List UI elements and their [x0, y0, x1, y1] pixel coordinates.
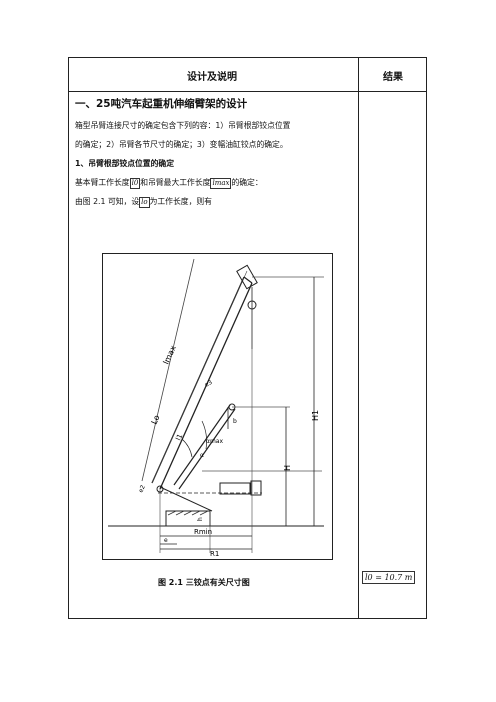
symbol-lmax: lmax [210, 177, 232, 189]
label-e: e [164, 537, 168, 544]
label-alpha-max: αmax [206, 438, 223, 445]
label-alpha: α [200, 452, 204, 459]
lmax-dimension-line [141, 258, 195, 482]
design-content: 一、25吨汽车起重机伸缩臂架的设计 箱型吊臂连接尺寸的确定包含下列的容：1）吊臂… [75, 96, 355, 211]
line3-text-a: 基本臂工作长度 [75, 178, 130, 187]
label-h: H [283, 465, 292, 471]
header-divider [69, 91, 426, 92]
counterweight [219, 482, 251, 495]
symbol-lo: lo [139, 196, 150, 208]
column-divider [358, 58, 359, 618]
figure-caption: 图 2.1 三铰点有关尺寸图 [158, 578, 250, 587]
section-title: 一、25吨汽车起重机伸缩臂架的设计 [75, 98, 248, 110]
result-value: l0 = 10.7 m [362, 571, 416, 584]
header-design-description: 设计及说明 [187, 72, 237, 83]
boom-lower-edge [159, 282, 253, 490]
figure-frame [102, 253, 333, 560]
boom-tip [243, 276, 253, 284]
luffing-cylinder [173, 404, 231, 486]
crane-geometry-figure: lmax Lo l1 e2 e3 αmax α b H H1 h e Rmin … [102, 253, 333, 560]
label-h1: H1 [311, 410, 320, 421]
label-e3: e3 [204, 379, 214, 389]
label-b: b [233, 418, 237, 425]
label-lo: Lo [150, 414, 162, 426]
subheading: 1、吊臂根部铰点位置的确定 [75, 159, 174, 168]
header-result: 结果 [383, 72, 403, 83]
line3-text-b: 和吊臂最大工作长度 [140, 178, 211, 187]
label-h-small: h [197, 517, 204, 521]
label-e2: e2 [137, 484, 147, 494]
angle-alpha-arc [181, 438, 193, 458]
label-rmin: Rmin [194, 528, 212, 536]
base-hatching [167, 510, 209, 516]
rear-block [250, 480, 262, 496]
label-r1: R1 [210, 550, 219, 558]
paragraph-line-1: 箱型吊臂连接尺寸的确定包含下列的容：1）吊臂根部铰点位置 [75, 121, 291, 130]
design-table: 设计及说明 结果 一、25吨汽车起重机伸缩臂架的设计 箱型吊臂连接尺寸的确定包含… [68, 57, 427, 619]
line4-text-a: 由图 2.1 可知，设 [75, 197, 140, 206]
luffing-cylinder-rod [178, 408, 236, 490]
label-l1: l1 [175, 433, 185, 442]
paragraph-line-2: 的确定；2）吊臂各节尺寸的确定；3）变幅油缸铰点的确定。 [75, 140, 288, 149]
boom-extension-line [151, 270, 248, 484]
angle-alpha-max-arc [201, 420, 207, 450]
hook-block [247, 300, 257, 310]
symbol-l0: l0 [129, 177, 141, 189]
turret-left [159, 486, 213, 512]
line3-text-c: 的确定： [231, 178, 263, 187]
line4-text-b: 为工作长度，则有 [149, 197, 212, 206]
boom-head [236, 264, 258, 290]
